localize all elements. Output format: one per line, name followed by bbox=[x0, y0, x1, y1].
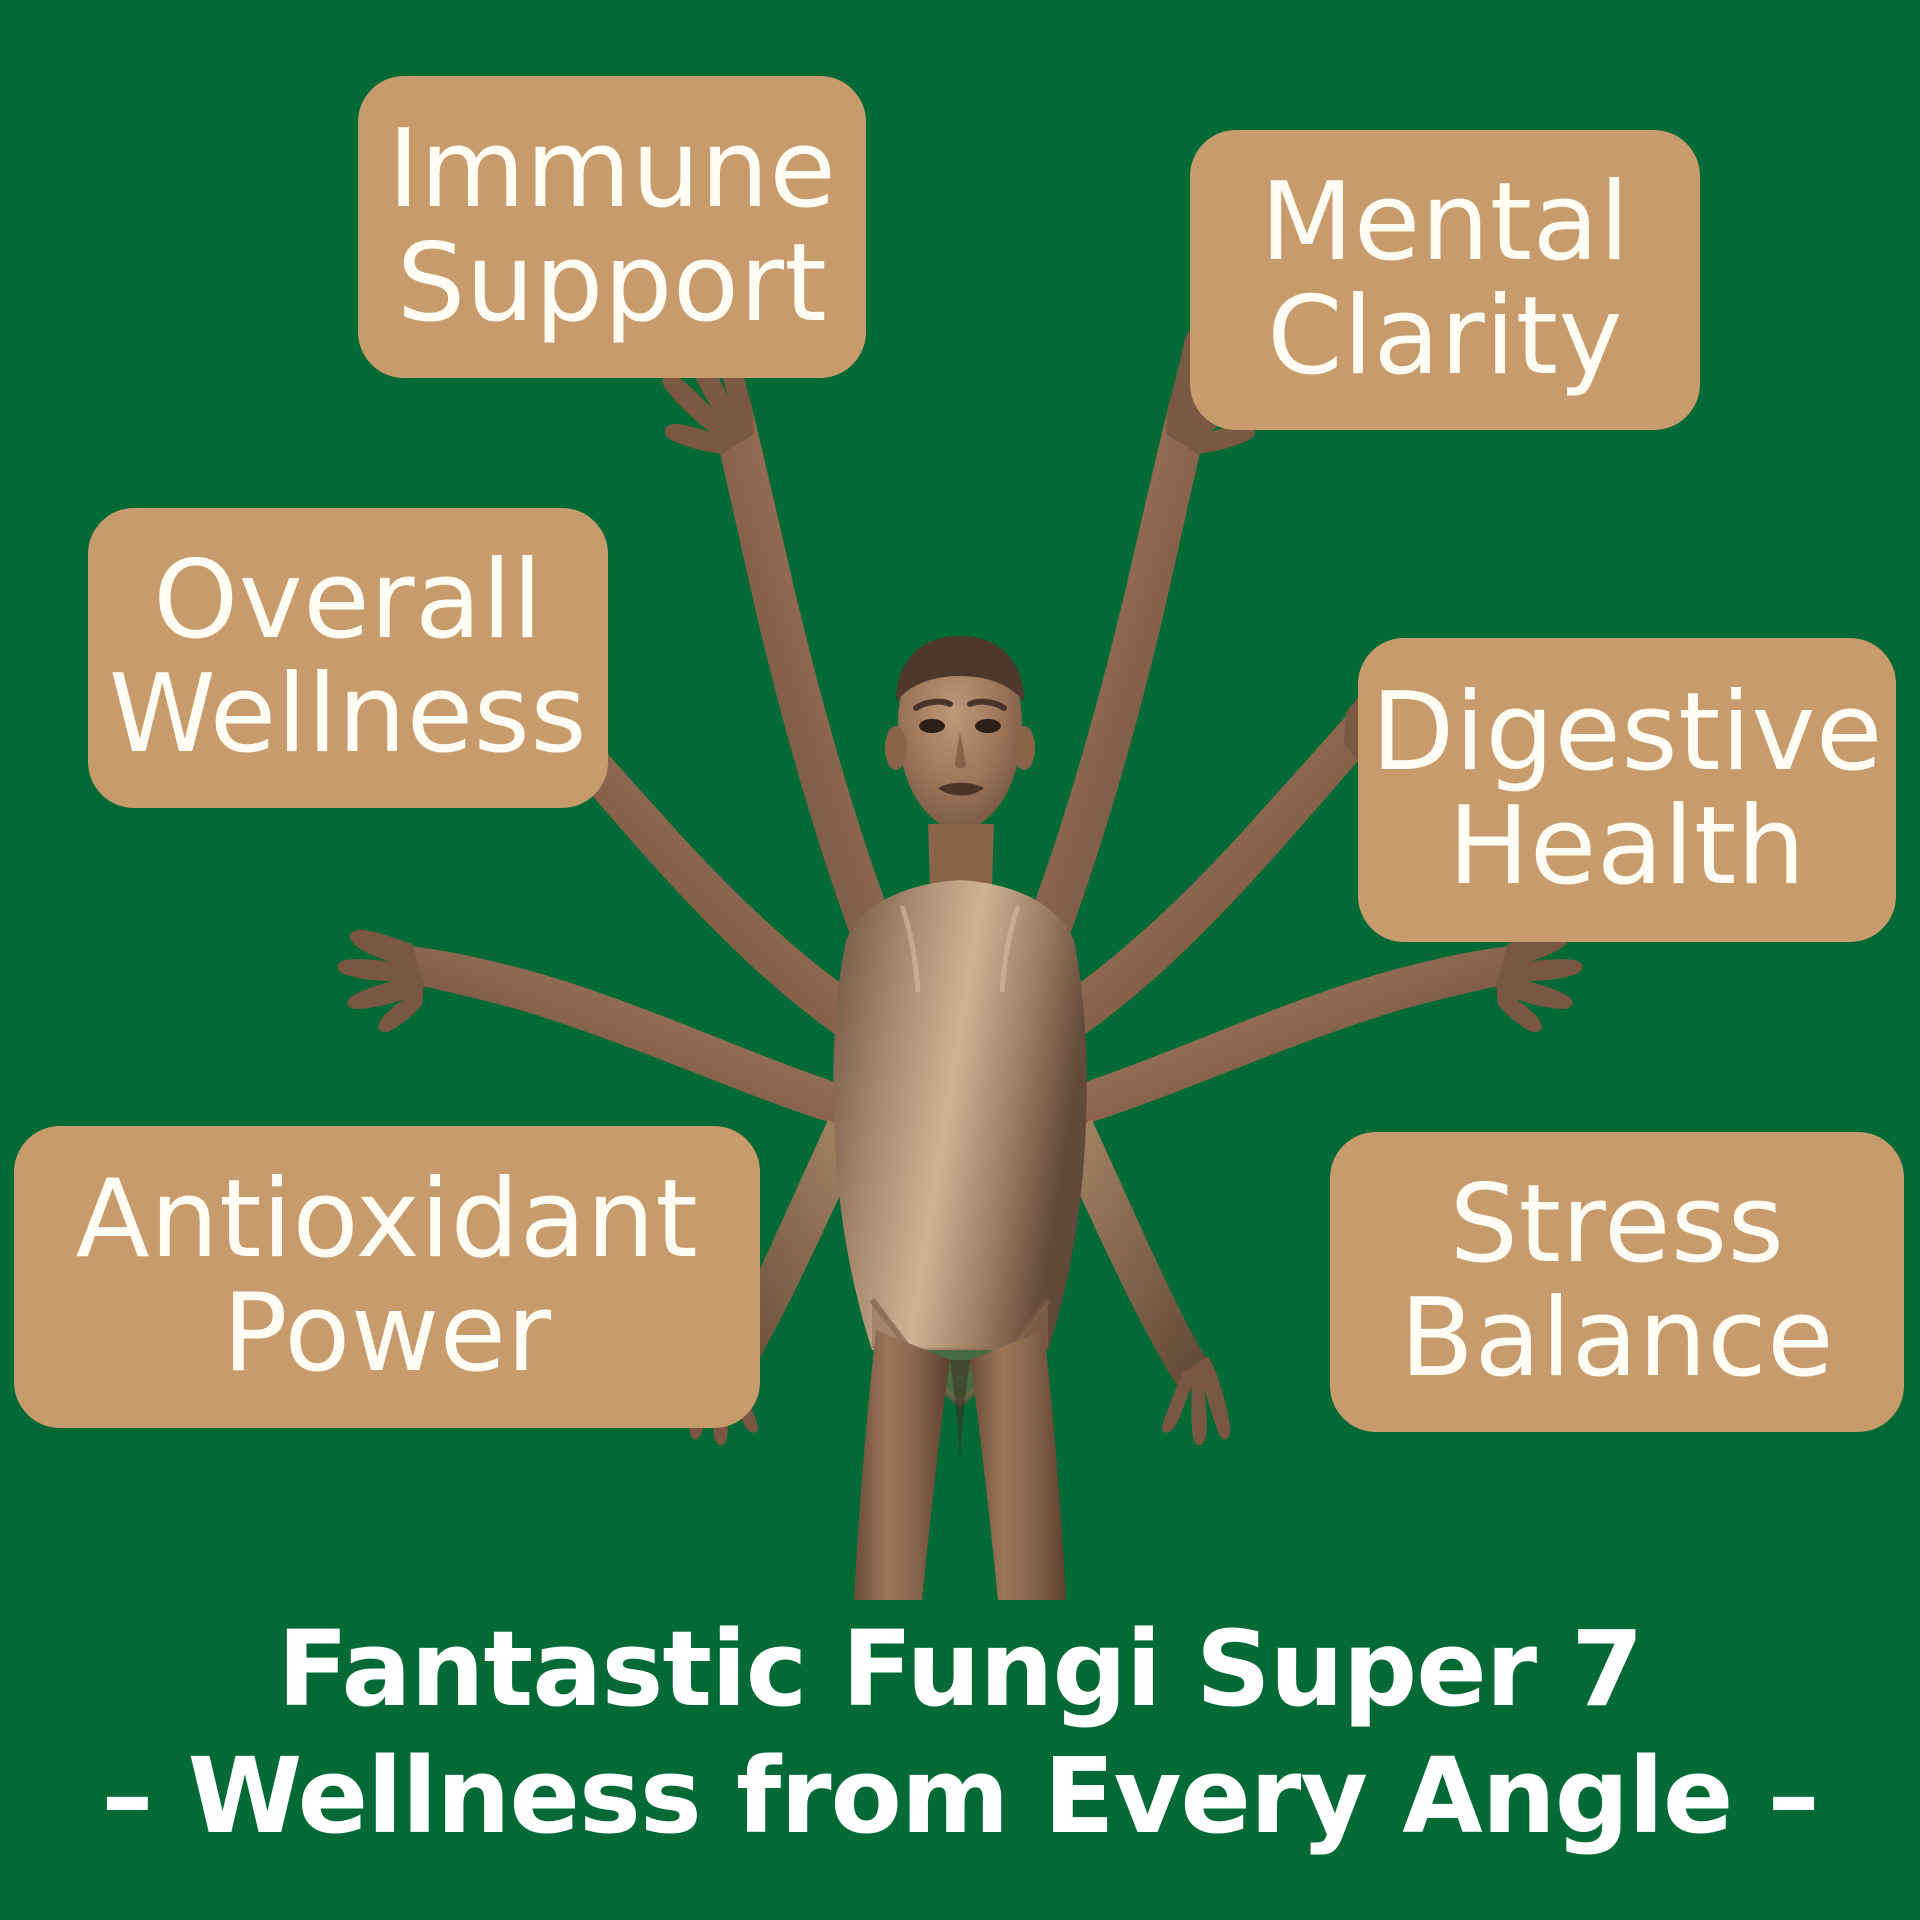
benefit-chip-line2: Wellness bbox=[108, 652, 588, 777]
benefit-chip-line2: Balance bbox=[1399, 1276, 1835, 1401]
benefit-chip-line2: Health bbox=[1448, 784, 1806, 909]
headline-line-1: Fantastic Fungi Super 7 bbox=[277, 1608, 1643, 1730]
arm-left-upper bbox=[662, 329, 900, 966]
figure-torso bbox=[833, 880, 1087, 1408]
benefit-chip-line1: Antioxidant bbox=[75, 1156, 699, 1282]
headline-line-2: – Wellness from Every Angle – bbox=[101, 1734, 1819, 1857]
benefit-chip-line1: Mental bbox=[1260, 159, 1630, 285]
arm-right-inner-low bbox=[1054, 1120, 1231, 1446]
benefit-chip-line2: Support bbox=[396, 221, 828, 346]
benefit-chip-line2: Power bbox=[222, 1271, 552, 1396]
benefit-chip-line1: Digestive bbox=[1371, 669, 1883, 795]
benefit-chip-antioxidant-power[interactable]: Antioxidant Power bbox=[14, 1126, 760, 1428]
benefit-chip-line1: Overall bbox=[153, 537, 543, 663]
benefit-chip-line1: Immune bbox=[387, 106, 837, 232]
benefit-chip-immune-support[interactable]: Immune Support bbox=[358, 76, 866, 378]
benefit-chip-stress-balance[interactable]: Stress Balance bbox=[1330, 1132, 1904, 1432]
benefit-chip-line2: Clarity bbox=[1267, 274, 1623, 399]
benefit-chip-overall-wellness[interactable]: Overall Wellness bbox=[88, 508, 608, 808]
arm-right-lower bbox=[1058, 929, 1583, 1132]
figure-legs bbox=[854, 1330, 1066, 1600]
benefit-chip-mental-clarity[interactable]: Mental Clarity bbox=[1190, 130, 1700, 430]
arm-left-lower bbox=[337, 929, 862, 1132]
benefit-chip-digestive-health[interactable]: Digestive Health bbox=[1358, 638, 1896, 942]
figure-head bbox=[885, 636, 1035, 897]
headline-block: Fantastic Fungi Super 7 – Wellness from … bbox=[0, 1606, 1920, 1860]
benefit-chip-line1: Stress bbox=[1449, 1161, 1785, 1287]
